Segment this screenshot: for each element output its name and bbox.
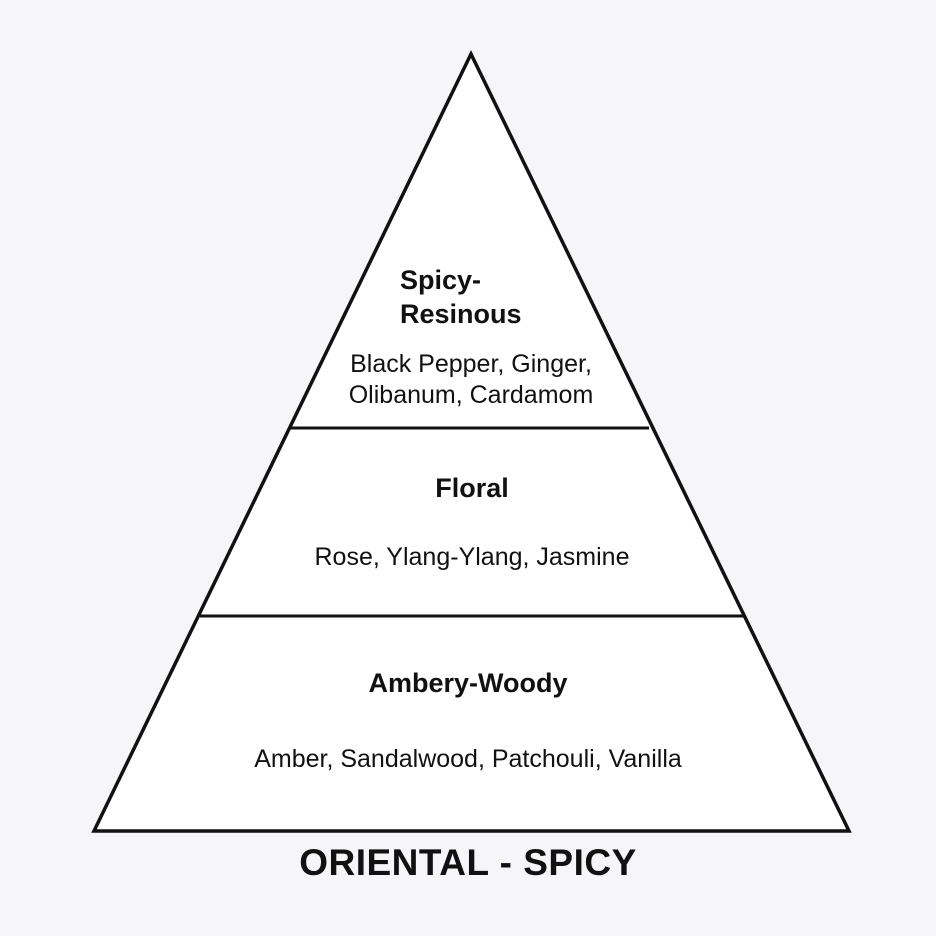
top-tier-notes-line2: Olibanum, Cardamom: [348, 381, 594, 409]
fragrance-family-label: ORIENTAL - SPICY: [299, 842, 637, 883]
top-tier-title-line1: Spicy-: [400, 265, 482, 295]
top-tier-notes: Black Pepper, Ginger, Olibanum, Cardamom: [300, 349, 642, 411]
middle-tier-title: Floral: [435, 473, 509, 503]
top-tier-title: Spicy- Resinous: [400, 263, 522, 331]
bottom-tier-notes: Amber, Sandalwood, Patchouli, Vanilla: [254, 745, 682, 773]
middle-tier-notes: Rose, Ylang-Ylang, Jasmine: [314, 543, 630, 571]
bottom-tier-title: Ambery-Woody: [368, 668, 568, 698]
top-tier-title-line2: Resinous: [400, 299, 522, 329]
top-tier-notes-line1: Black Pepper, Ginger,: [350, 350, 592, 378]
pyramid-outline: [91, 49, 852, 833]
